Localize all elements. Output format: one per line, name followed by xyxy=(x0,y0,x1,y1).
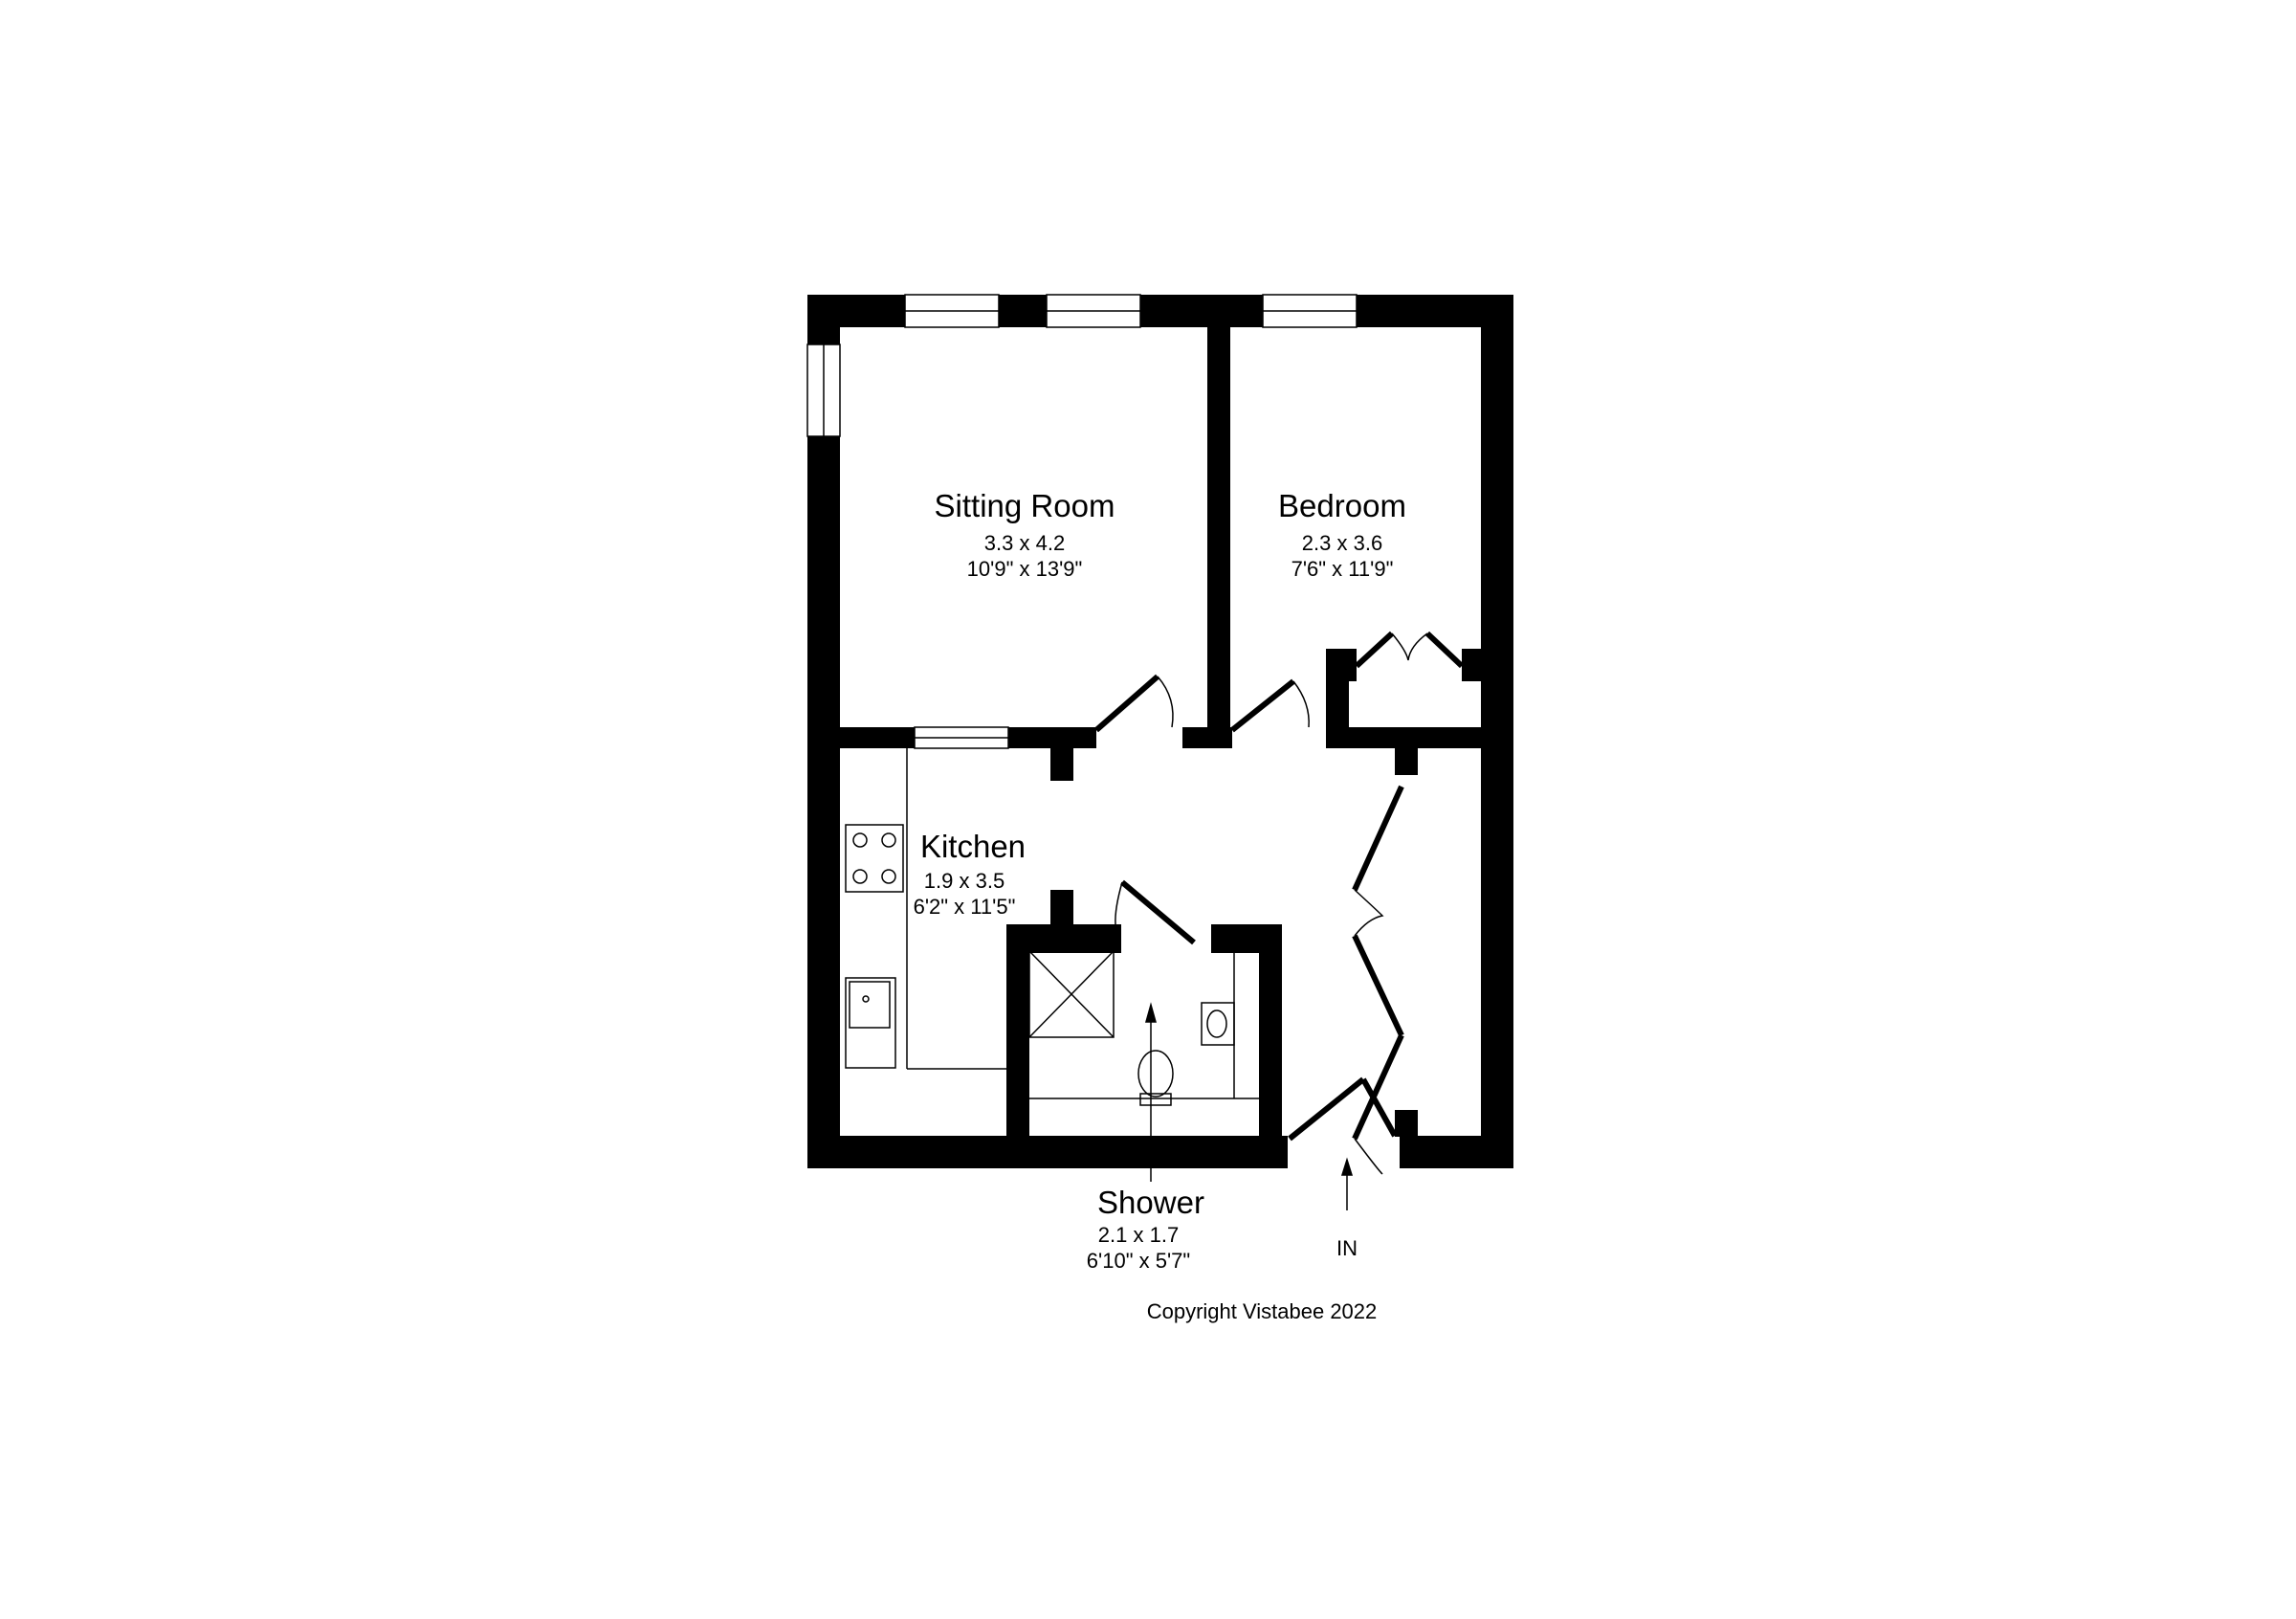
room-labels: Sitting Room 3.3 x 4.2 10'9" x 13'9" Bed… xyxy=(914,488,1406,1323)
doors xyxy=(1094,631,1465,1175)
hob-icon xyxy=(845,824,904,893)
room-name: Bedroom xyxy=(1278,488,1406,523)
room-name: Kitchen xyxy=(920,829,1026,864)
svg-text:2.3 x 3.6: 2.3 x 3.6 xyxy=(1302,531,1382,555)
walls xyxy=(807,295,1513,1168)
windows xyxy=(806,294,1358,749)
svg-text:3.3 x 4.2: 3.3 x 4.2 xyxy=(984,531,1065,555)
shower-tray-icon xyxy=(1028,950,1115,1038)
svg-text:7'6" x 11'9": 7'6" x 11'9" xyxy=(1292,557,1394,581)
toilet-icon xyxy=(1137,1050,1174,1098)
svg-text:6'10" x 5'7": 6'10" x 5'7" xyxy=(1087,1249,1190,1273)
copyright: Copyright Vistabee 2022 xyxy=(1147,1299,1378,1323)
svg-text:6'2" x 11'5": 6'2" x 11'5" xyxy=(914,895,1016,919)
svg-text:10'9" x 13'9": 10'9" x 13'9" xyxy=(967,557,1083,581)
room-name: Shower xyxy=(1097,1185,1204,1220)
svg-text:1.9 x 3.5: 1.9 x 3.5 xyxy=(924,869,1004,893)
sink-icon xyxy=(845,977,896,1069)
svg-text:2.1 x 1.7: 2.1 x 1.7 xyxy=(1098,1223,1179,1247)
fixtures xyxy=(845,748,1354,1210)
entrance-label: IN xyxy=(1336,1236,1358,1260)
room-name: Sitting Room xyxy=(935,488,1115,523)
basin-icon xyxy=(1201,1002,1235,1046)
